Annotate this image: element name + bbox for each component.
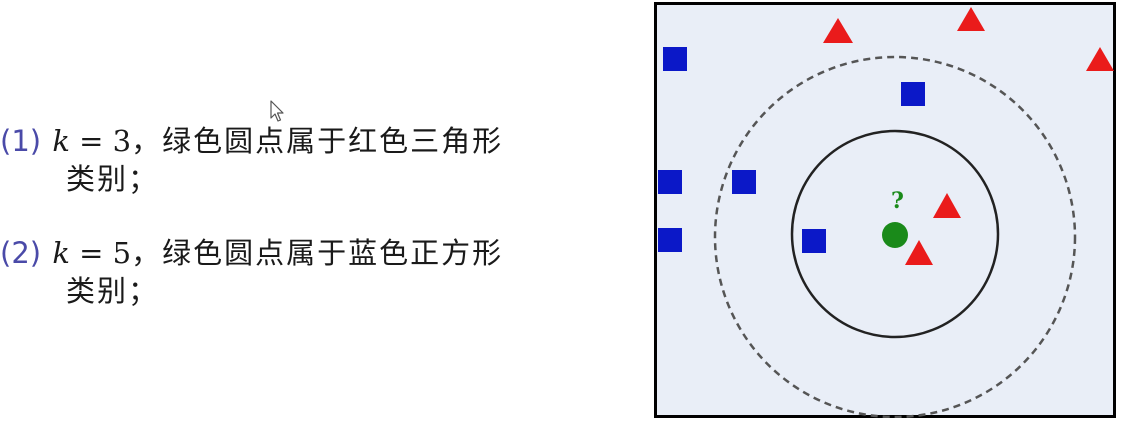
k-value: = 3 (69, 124, 132, 158)
red-triangle-icon (905, 240, 933, 265)
figure-background (654, 2, 1116, 418)
item-number: (2) (0, 236, 42, 270)
blue-square-icon (663, 47, 687, 71)
k-expression: k = 5 (52, 236, 131, 270)
blue-square-icon (732, 170, 756, 194)
inner-circle-k3 (790, 129, 1000, 339)
query-label: ? (891, 188, 904, 214)
blue-square-icon (658, 170, 682, 194)
green-circle-icon (882, 222, 908, 248)
item-text-line2: 类别； (66, 274, 160, 308)
knn-figure: ? (654, 2, 1122, 418)
k-value: = 5 (69, 236, 132, 270)
item-text-line2: 类别； (66, 162, 160, 196)
item-text-line1: ，绿色圆点属于红色三角形 (131, 124, 504, 158)
blue-square-icon (802, 229, 826, 253)
blue-square-icon (901, 82, 925, 106)
list-item-k3: (1) k = 3，绿色圆点属于红色三角形 类别； (0, 122, 503, 198)
item-number: (1) (0, 124, 42, 158)
item-text-line1: ，绿色圆点属于蓝色正方形 (131, 236, 504, 270)
list-item-k5: (2) k = 5，绿色圆点属于蓝色正方形 类别； (0, 234, 503, 310)
knn-diagram: ? (654, 2, 1116, 418)
k-variable: k (52, 124, 70, 158)
k-expression: k = 3 (52, 124, 131, 158)
red-triangle-icon (823, 18, 853, 43)
blue-square-icon (658, 228, 682, 252)
k-variable: k (52, 236, 70, 270)
arrow-cursor-icon (270, 100, 284, 122)
red-triangle-icon (933, 193, 961, 218)
outer-circle-k5 (713, 55, 1077, 418)
red-triangle-icon (1086, 47, 1114, 71)
red-triangle-icon (957, 7, 985, 31)
